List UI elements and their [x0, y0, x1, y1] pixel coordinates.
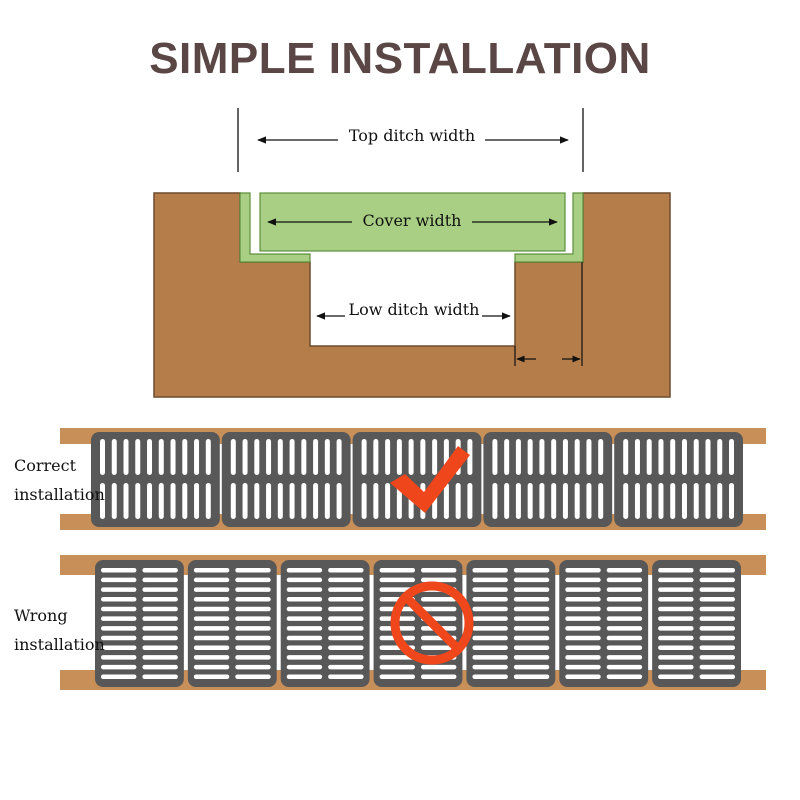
- prohibited-icon: [390, 581, 474, 665]
- grate-panel: [466, 560, 556, 687]
- low-ditch-width-label: Low ditch width: [349, 300, 480, 319]
- grate-panel: [373, 560, 463, 687]
- drain-frame: [239, 192, 311, 263]
- correct-installation-label: Correct installation: [14, 451, 105, 509]
- correct-label-line1: Correct: [14, 456, 77, 475]
- cover-width-label: Cover width: [363, 211, 462, 230]
- top-ditch-width-label: Top ditch width: [349, 126, 475, 145]
- grate-panel: [652, 560, 741, 687]
- correct-installation-panel: [60, 428, 766, 530]
- grate-panel: [614, 432, 743, 527]
- wrong-grate-row: [95, 560, 741, 687]
- grate-panel: [483, 432, 613, 527]
- grate-panel: [221, 432, 351, 527]
- drain-frame-right: [514, 192, 584, 263]
- grate-panel: [95, 560, 184, 687]
- check-mark-icon: [390, 446, 470, 513]
- wrong-label-line1: Wrong: [14, 606, 68, 625]
- grate-panel: [280, 560, 370, 687]
- grate-panel: [187, 560, 277, 687]
- ditch-cross-section: Top ditch width Cover width Low ditch wi…: [153, 108, 671, 398]
- grate-panel: [91, 432, 220, 527]
- page-title: SIMPLE INSTALLATION: [149, 34, 651, 83]
- correct-label-line2: installation: [14, 485, 105, 504]
- wrong-installation-label: Wrong installation: [14, 601, 105, 659]
- grate-panel: [352, 432, 482, 527]
- wrong-installation-panel: [60, 555, 766, 690]
- wrong-label-line2: installation: [14, 635, 105, 654]
- correct-grate-row: [91, 432, 743, 527]
- grate-panel: [559, 560, 649, 687]
